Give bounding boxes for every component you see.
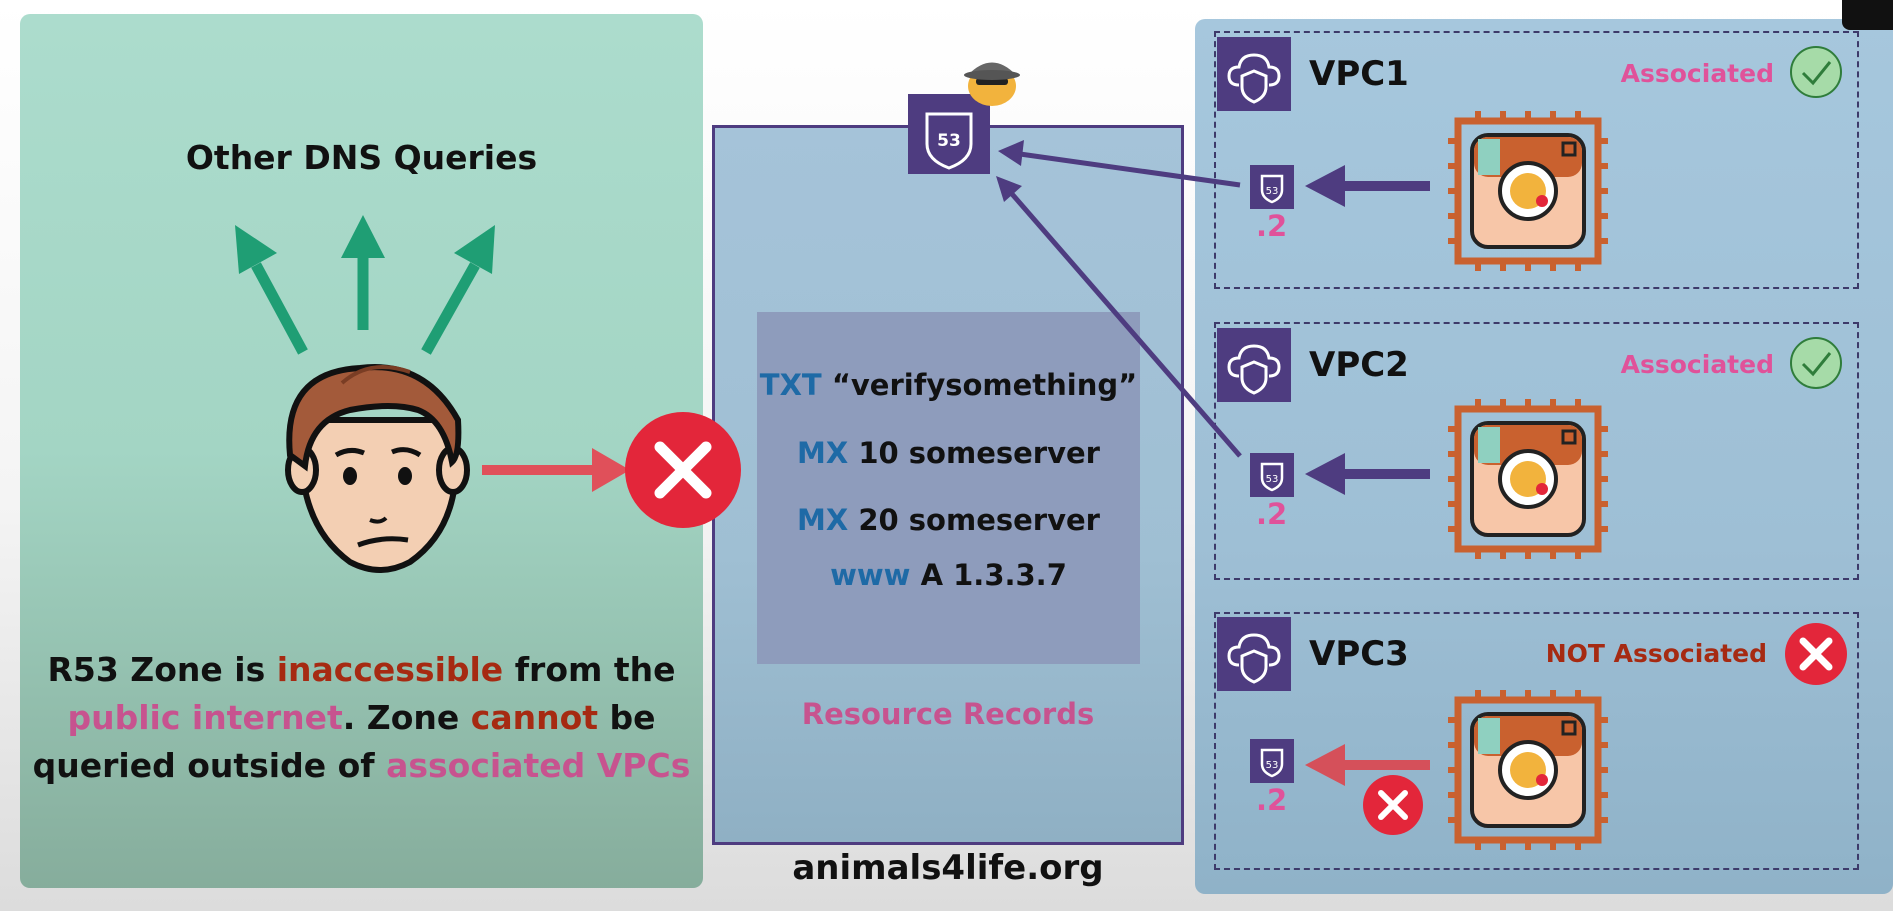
instance-to-resolver-arrow-vpc1 [1305, 165, 1430, 207]
blocked-query-arrow [482, 448, 630, 492]
route53-resolver-icon: 53 [1250, 453, 1294, 497]
vpc1-status: Associated [1620, 59, 1774, 88]
instance-to-resolver-arrow-vpc3-blocked [1305, 744, 1430, 786]
vpc3-box [1214, 612, 1859, 870]
record-txt: TXT “verifysomething” [759, 368, 1138, 402]
resource-records-box [757, 312, 1140, 664]
vpc2-resolver-ip: .2 [1256, 497, 1288, 531]
route53-resolver-icon: 53 [1250, 165, 1294, 209]
check-circle-icon [1790, 337, 1842, 389]
vpc1-resolver-ip: .2 [1256, 209, 1288, 243]
route53-resolver-icon: 53 [1250, 739, 1294, 783]
vpc-cloud-shield-icon [1217, 328, 1291, 402]
resolver-to-route53-arrow-vpc1 [998, 140, 1241, 188]
ec2-chip-icon [1448, 399, 1608, 559]
route53-icon: 53 [908, 94, 990, 174]
check-circle-icon [1790, 46, 1842, 98]
ec2-chip-icon [1448, 111, 1608, 271]
vpc-cloud-shield-icon [1217, 37, 1291, 111]
left-illustration [235, 215, 630, 573]
vpc2-box [1214, 322, 1859, 580]
corner-icon [1842, 0, 1893, 30]
zone-domain-label: animals4life.org [792, 848, 1104, 888]
svg-text:53: 53 [1266, 186, 1279, 197]
query-arrow-left [235, 225, 308, 355]
user-face-icon [285, 364, 470, 573]
vpc2-name: VPC2 [1309, 345, 1409, 385]
query-arrow-up [341, 215, 385, 330]
x-circle-icon [625, 412, 741, 528]
zone-access-note: R53 Zone is inaccessible from the public… [32, 650, 691, 785]
vpc2-status: Associated [1620, 350, 1774, 379]
other-dns-queries-title: Other DNS Queries [185, 138, 538, 177]
svg-text:53: 53 [937, 131, 961, 151]
query-arrow-right [421, 225, 495, 355]
resource-records-label: Resource Records [801, 697, 1095, 731]
record-mx-20: MX 20 someserver [797, 503, 1100, 537]
vpc-cloud-shield-icon [1217, 617, 1291, 691]
svg-text:53: 53 [1266, 474, 1279, 485]
vpc3-resolver-ip: .2 [1256, 783, 1288, 817]
instance-to-resolver-arrow-vpc2 [1305, 453, 1430, 495]
vpc1-name: VPC1 [1309, 54, 1409, 94]
record-mx-10: MX 10 someserver [797, 436, 1100, 470]
vpc3-status: NOT Associated [1545, 639, 1767, 668]
resolver-to-route53-arrow-vpc2 [996, 176, 1242, 458]
x-circle-icon [1785, 623, 1847, 685]
vpc3-name: VPC3 [1309, 634, 1409, 674]
ec2-chip-icon [1448, 690, 1608, 850]
svg-text:53: 53 [1266, 760, 1279, 771]
vpc1-box [1214, 31, 1859, 289]
record-www-a: www A 1.3.3.7 [830, 558, 1067, 592]
x-circle-icon [1363, 775, 1423, 835]
spy-icon [964, 62, 1020, 106]
